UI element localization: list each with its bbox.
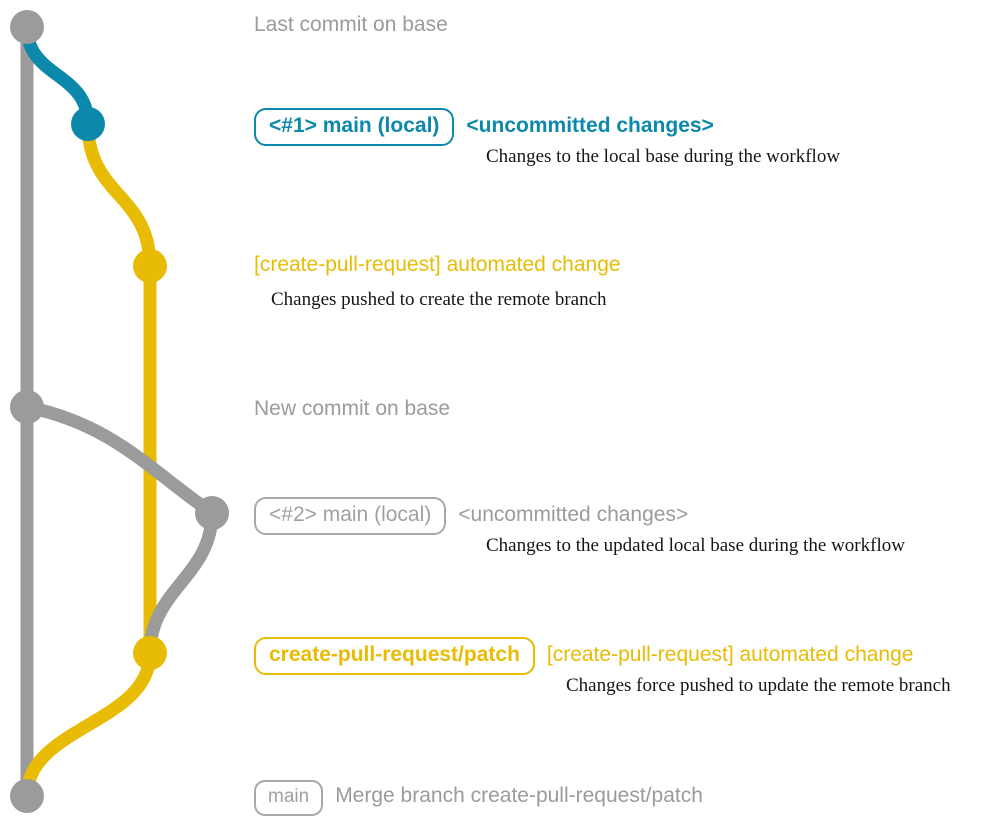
commit-message-c3: [create-pull-request] automated change <box>254 253 621 276</box>
commit-description-c2: Changes to the local base during the wor… <box>486 146 841 167</box>
commit-description-c3: Changes pushed to create the remote bran… <box>271 289 607 310</box>
commit-dot-c7[interactable] <box>10 779 44 813</box>
commit-message-c4: New commit on base <box>254 397 451 420</box>
commit-row-c2: <#1> main (local) <uncommitted changes> <box>254 108 714 146</box>
commit-dot-c4[interactable] <box>10 390 44 424</box>
commit-message-c1: Last commit on base <box>254 13 448 36</box>
edge-patch-2-to-merge <box>20 646 157 803</box>
commit-row-c1: Last commit on base <box>254 12 448 38</box>
commit-message-c7: Merge branch create-pull-request/patch <box>335 784 703 807</box>
edge-local-2-to-patch-2 <box>143 506 219 660</box>
ref-pill-main-local-1[interactable]: <#1> main (local) <box>254 108 455 146</box>
commit-row-c6: create-pull-request/patch [create-pull-r… <box>254 637 913 675</box>
ref-pill-main-local-2[interactable]: <#2> main (local) <box>254 497 447 535</box>
commit-description-c6: Changes force pushed to update the remot… <box>566 675 951 696</box>
ref-pill-create-pull-request-patch[interactable]: create-pull-request/patch <box>254 637 535 675</box>
commit-dot-c5[interactable] <box>195 496 229 530</box>
edge-local-1-to-patch-1 <box>81 117 157 273</box>
edge-base-to-local-1 <box>20 20 95 131</box>
commit-row-c3: [create-pull-request] automated change <box>254 252 621 278</box>
commit-row-c4: New commit on base <box>254 396 450 422</box>
commit-message-c6: [create-pull-request] automated change <box>546 643 914 666</box>
commit-dot-c2[interactable] <box>71 107 105 141</box>
commit-dot-c1[interactable] <box>10 10 44 44</box>
ref-pill-main[interactable]: main <box>254 780 324 816</box>
commit-message-c5: <uncommitted changes> <box>458 503 689 526</box>
commit-dot-c6[interactable] <box>133 636 167 670</box>
commit-dot-c3[interactable] <box>133 249 167 283</box>
commit-row-c7: main Merge branch create-pull-request/pa… <box>254 780 703 816</box>
commit-message-c2: <uncommitted changes> <box>466 114 714 137</box>
commit-row-c5: <#2> main (local) <uncommitted changes> <box>254 497 688 535</box>
commit-dots <box>10 10 229 813</box>
edge-base-to-local-2 <box>20 400 219 520</box>
commit-description-c5: Changes to the updated local base during… <box>486 535 905 556</box>
